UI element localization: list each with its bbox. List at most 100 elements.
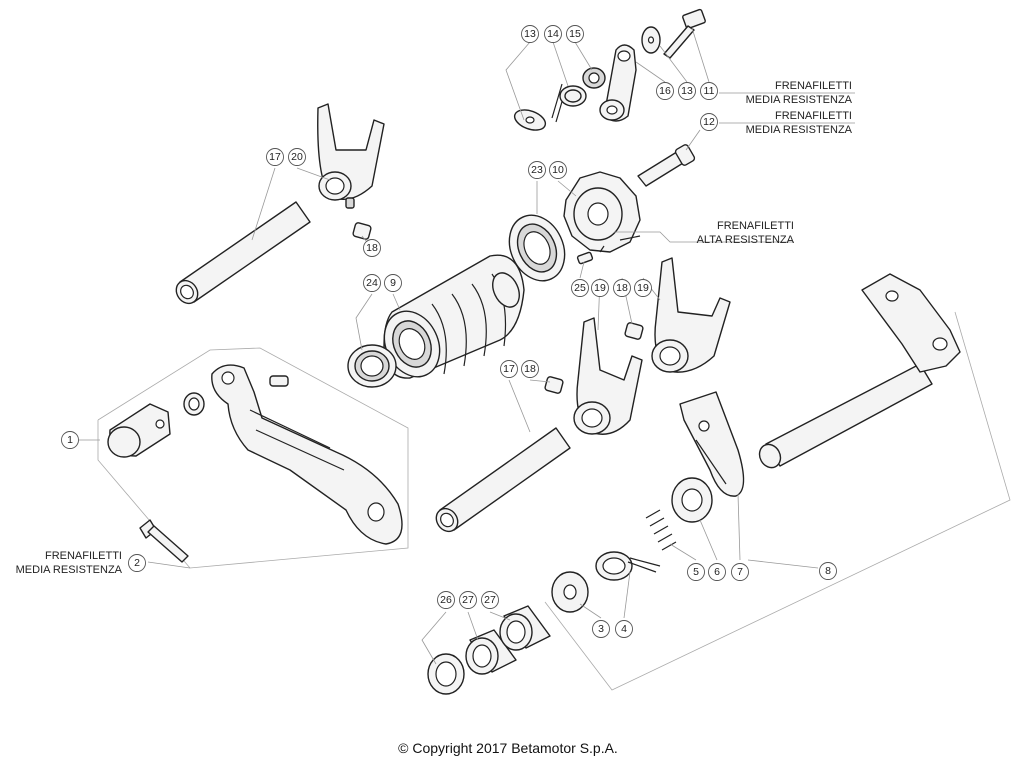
svg-text:4: 4	[621, 623, 627, 635]
roller-18c	[544, 376, 564, 394]
svg-text:11: 11	[704, 85, 715, 97]
shift-fork-19a	[573, 317, 643, 435]
svg-text:17: 17	[269, 151, 281, 163]
callout-27b: 27	[481, 591, 499, 609]
svg-text:MEDIA RESISTENZA: MEDIA RESISTENZA	[746, 124, 853, 136]
svg-text:FRENAFILETTI: FRENAFILETTI	[775, 110, 852, 122]
svg-text:27: 27	[462, 594, 474, 606]
svg-text:6: 6	[714, 566, 720, 578]
washer-13b	[641, 26, 661, 54]
callout-23: 23	[528, 161, 546, 179]
callout-15: 15	[566, 25, 584, 43]
spring-clip-4	[595, 551, 661, 581]
callout-1: 1	[61, 431, 79, 449]
callout-19b: 19	[634, 279, 652, 297]
bearing-24	[347, 344, 397, 388]
svg-text:18: 18	[616, 282, 628, 294]
svg-text:16: 16	[659, 85, 671, 97]
svg-text:9: 9	[390, 277, 396, 289]
callout-8: 8	[819, 562, 837, 580]
callout-9: 9	[384, 274, 402, 292]
callout-18a: 18	[363, 239, 381, 257]
washer-1	[183, 392, 205, 416]
callout-24: 24	[363, 274, 381, 292]
washer-13	[513, 109, 547, 131]
svg-text:2: 2	[134, 557, 140, 569]
svg-text:FRENAFILETTI: FRENAFILETTI	[775, 80, 852, 92]
svg-text:19: 19	[594, 282, 606, 294]
callout-13a: 13	[521, 25, 539, 43]
svg-text:3: 3	[598, 623, 604, 635]
callout-4: 4	[615, 620, 633, 638]
pin-25	[576, 251, 594, 265]
note-threadlocker-12: FRENAFILETTI MEDIA RESISTENZA	[746, 110, 853, 136]
svg-text:FRENAFILETTI: FRENAFILETTI	[717, 220, 794, 232]
note-threadlocker-2: FRENAFILETTI MEDIA RESISTENZA	[16, 550, 123, 576]
note-threadlocker-25: FRENAFILETTI ALTA RESISTENZA	[697, 220, 795, 246]
callout-17b: 17	[500, 360, 518, 378]
svg-text:ALTA RESISTENZA: ALTA RESISTENZA	[697, 234, 795, 246]
svg-text:10: 10	[552, 164, 564, 176]
svg-text:13: 13	[524, 28, 536, 40]
leader-lines	[79, 27, 855, 665]
svg-text:20: 20	[291, 151, 303, 163]
bushing-27b	[499, 605, 551, 651]
svg-text:MEDIA RESISTENZA: MEDIA RESISTENZA	[16, 564, 123, 576]
fork-rod-17b	[435, 427, 571, 533]
bushing-6	[671, 477, 713, 523]
callout-19a: 19	[591, 279, 609, 297]
callout-2: 2	[128, 554, 146, 572]
fork-rod-17a	[175, 201, 311, 305]
callout-12: 12	[700, 113, 718, 131]
pedal-cap-1	[107, 403, 171, 458]
callout-26: 26	[437, 591, 455, 609]
callout-14: 14	[544, 25, 562, 43]
spring-14	[551, 83, 587, 123]
svg-text:12: 12	[703, 116, 715, 128]
washer-3	[551, 571, 589, 613]
svg-text:13: 13	[681, 85, 693, 97]
bushing-15	[582, 67, 606, 89]
lever-arm-7	[679, 391, 745, 497]
lever-16	[599, 44, 637, 122]
callout-16: 16	[656, 82, 674, 100]
roller-18b	[624, 322, 644, 340]
shift-fork-20	[317, 103, 385, 209]
callout-17a: 17	[266, 148, 284, 166]
svg-text:7: 7	[737, 566, 743, 578]
callout-25: 25	[571, 279, 589, 297]
svg-text:17: 17	[503, 363, 515, 375]
roller-18a	[352, 222, 372, 240]
bolt-11	[663, 8, 706, 59]
svg-text:5: 5	[693, 566, 699, 578]
callout-11: 11	[700, 82, 718, 100]
spring-5	[645, 509, 677, 551]
svg-text:27: 27	[484, 594, 496, 606]
svg-text:1: 1	[67, 434, 73, 446]
callout-5: 5	[687, 563, 705, 581]
svg-text:23: 23	[531, 164, 543, 176]
svg-text:25: 25	[574, 282, 586, 294]
bolt-12	[637, 144, 696, 187]
callout-6: 6	[708, 563, 726, 581]
selector-star-10	[563, 171, 641, 253]
svg-text:14: 14	[547, 28, 559, 40]
svg-text:24: 24	[366, 277, 378, 289]
note-threadlocker-11: FRENAFILETTI MEDIA RESISTENZA	[746, 80, 853, 106]
callout-10: 10	[549, 161, 567, 179]
shift-drum-9	[383, 254, 525, 379]
callout-20: 20	[288, 148, 306, 166]
callout-3: 3	[592, 620, 610, 638]
svg-text:15: 15	[569, 28, 581, 40]
bolt-2	[139, 519, 189, 563]
svg-text:18: 18	[366, 242, 378, 254]
copyright-notice: © Copyright 2017 Betamotor S.p.A.	[398, 740, 618, 756]
svg-text:MEDIA RESISTENZA: MEDIA RESISTENZA	[746, 94, 853, 106]
shift-fork-19b	[651, 257, 731, 373]
svg-text:19: 19	[637, 282, 649, 294]
svg-text:18: 18	[524, 363, 536, 375]
gear-lever-group-outline	[97, 347, 409, 569]
callout-7: 7	[731, 563, 749, 581]
bearing-23	[508, 214, 566, 282]
